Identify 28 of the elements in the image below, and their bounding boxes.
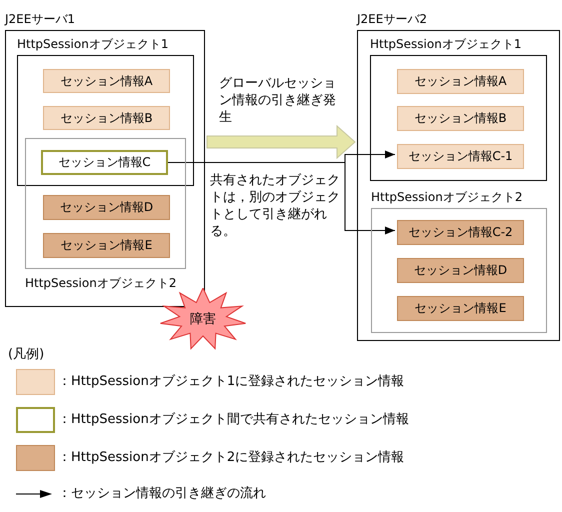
legend-text: ：セッション情報の引き継ぎの流れ: [58, 486, 266, 502]
legend-text: ：HttpSessionオブジェクト間で共有されたセッション情報: [58, 412, 409, 428]
session-info-box: セッション情報C-2: [397, 220, 524, 245]
session-info-box: セッション情報C-1: [397, 144, 524, 169]
session-info-box: セッション情報D: [397, 258, 524, 283]
block-arrow: [206, 124, 356, 160]
session-info-box: セッション情報B: [43, 106, 170, 130]
burst-label: 障害: [190, 311, 216, 328]
session-info-box: セッション情報A: [397, 69, 524, 94]
legend-heading: (凡例): [8, 348, 46, 362]
box-heading: HttpSessionオブジェクト1: [370, 37, 522, 51]
session-info-box: セッション情報B: [397, 106, 524, 131]
burst-shape: [160, 288, 246, 350]
session-info-box: セッション情報E: [397, 296, 524, 321]
box-heading: J2EEサーバ1: [5, 12, 75, 26]
edge-label: グローバルセッション情報の引き継ぎ発生: [219, 75, 337, 126]
legend-text: ：HttpSessionオブジェクト2に登録されたセッション情報: [58, 450, 404, 466]
box-heading: J2EEサーバ2: [357, 12, 427, 26]
box-heading: HttpSessionオブジェクト2: [25, 276, 176, 290]
box-heading: HttpSessionオブジェクト1: [17, 37, 168, 51]
arrow: [168, 162, 396, 234]
session-info-box: セッション情報E: [43, 233, 170, 258]
box-heading: HttpSessionオブジェクト2: [371, 190, 522, 204]
note-text: 共有されたオブジェクトは，別のオブジェクトとして引き継がれる。: [210, 172, 341, 240]
legend-text: ：HttpSessionオブジェクト1に登録されたセッション情報: [58, 374, 404, 390]
session-info-box: セッション情報C: [41, 150, 168, 175]
session-info-box: セッション情報D: [43, 195, 170, 220]
session-info-box: セッション情報A: [43, 69, 170, 93]
